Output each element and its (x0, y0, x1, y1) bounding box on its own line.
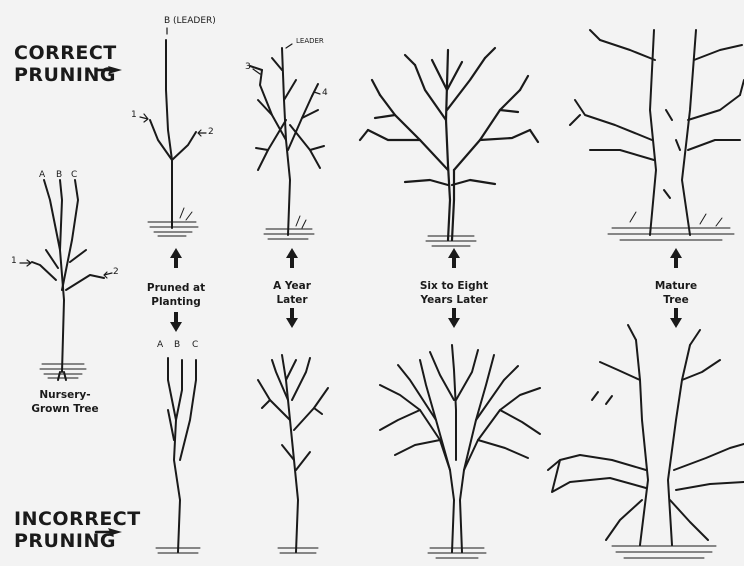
year-correct-tree (250, 48, 324, 235)
arrow-shafts (96, 70, 112, 532)
caption-six-line1: Six to Eight (404, 279, 504, 293)
year-incorrect-ground (278, 548, 318, 553)
pruned-incorrect-tree (168, 358, 196, 552)
caption-mature-line2: Tree (636, 293, 716, 307)
caption-pruned-line1: Pruned at (131, 281, 221, 295)
correct-heading-line2: PRUNING (14, 64, 117, 86)
label-pruned-1: 1 (131, 110, 137, 120)
incorrect-pruning-heading: INCORRECT PRUNING (14, 508, 141, 552)
label-nursery-c: C (71, 170, 77, 180)
correct-heading-line1: CORRECT (14, 42, 117, 64)
caption-pruned: Pruned at Planting (131, 281, 221, 309)
nursery-tree (32, 180, 104, 380)
label-nursery-b: B (56, 170, 62, 180)
mature-incorrect-ground (612, 546, 716, 558)
label-incorrect-a: A (157, 340, 163, 350)
caption-six-eight: Six to Eight Years Later (404, 279, 504, 307)
label-leader: LEADER (296, 37, 324, 45)
correct-pruning-heading: CORRECT PRUNING (14, 42, 117, 86)
caption-nursery: Nursery- Grown Tree (20, 388, 110, 416)
caption-six-line2: Years Later (404, 293, 504, 307)
six-correct-tree (360, 48, 538, 240)
label-pruned-2: 2 (208, 127, 214, 137)
caption-nursery-line1: Nursery- (20, 388, 110, 402)
caption-year: A Year Later (252, 279, 332, 307)
label-nursery-2: 2 (113, 267, 119, 277)
mature-correct-ground (608, 212, 734, 240)
six-correct-ground (426, 236, 476, 246)
six-incorrect-tree (380, 345, 540, 552)
label-incorrect-c: C (192, 340, 198, 350)
year-incorrect-tree (258, 355, 328, 552)
pruned-correct-tree (150, 40, 196, 228)
caption-year-line2: Later (252, 293, 332, 307)
caption-mature-line1: Mature (636, 279, 716, 293)
label-nursery-a: A (39, 170, 45, 180)
caption-nursery-line2: Grown Tree (20, 402, 110, 416)
six-incorrect-ground (428, 548, 486, 558)
mature-incorrect-tree (548, 325, 744, 545)
incorrect-heading-line1: INCORRECT (14, 508, 141, 530)
caption-year-line1: A Year (252, 279, 332, 293)
label-year-3: 3 (245, 62, 251, 72)
label-incorrect-b: B (174, 340, 180, 350)
mature-correct-tree (570, 30, 744, 235)
year-correct-markers (253, 44, 320, 94)
label-nursery-1: 1 (11, 256, 17, 266)
incorrect-heading-line2: PRUNING (14, 530, 141, 552)
label-b-leader: B (LEADER) (164, 16, 216, 26)
caption-pruned-line2: Planting (131, 295, 221, 309)
caption-mature: Mature Tree (636, 279, 716, 307)
label-year-4: 4 (322, 88, 328, 98)
